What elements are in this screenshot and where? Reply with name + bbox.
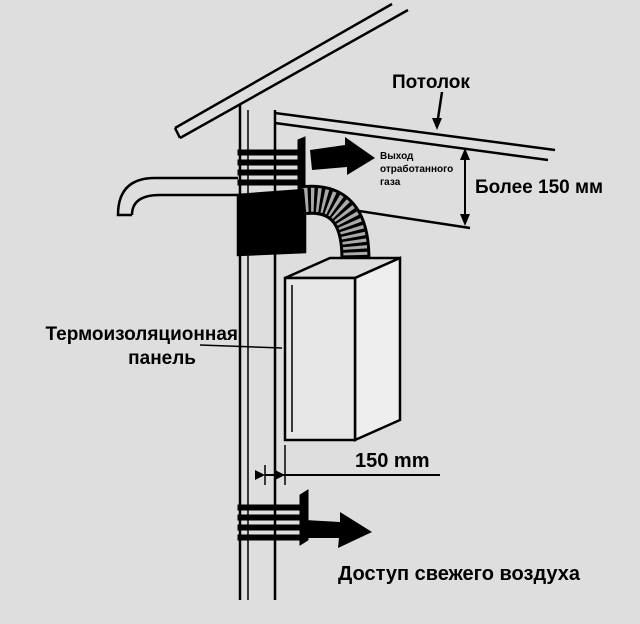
insulation-label: Термоизоляционная панель	[2, 323, 238, 371]
exhaust-label: Выход отработанного газа	[380, 150, 453, 189]
exhaust-label-line: Выход	[380, 151, 414, 162]
flex-hose	[303, 184, 371, 271]
insulation-label-line: панель	[128, 348, 196, 369]
exhaust-label-line: газа	[380, 177, 401, 188]
exhaust-arrow	[310, 137, 375, 175]
elbow-pipe	[130, 193, 238, 216]
gap-label: 150 mm	[355, 450, 430, 472]
roof	[173, 2, 409, 140]
boiler	[283, 256, 402, 442]
duct-block	[236, 188, 307, 257]
exhaust-grille	[237, 136, 306, 191]
ceiling-label: Потолок	[392, 72, 470, 93]
fresh-air-label: Доступ свежего воздуха	[338, 563, 580, 585]
insulation-label-line: Термоизоляционная	[45, 324, 238, 345]
fresh-air-arrow	[305, 512, 372, 548]
air-grille	[237, 489, 309, 546]
exhaust-label-line: отработанного	[380, 164, 454, 175]
ceiling	[274, 111, 556, 162]
min-height-label: Более 150 мм	[475, 177, 604, 198]
